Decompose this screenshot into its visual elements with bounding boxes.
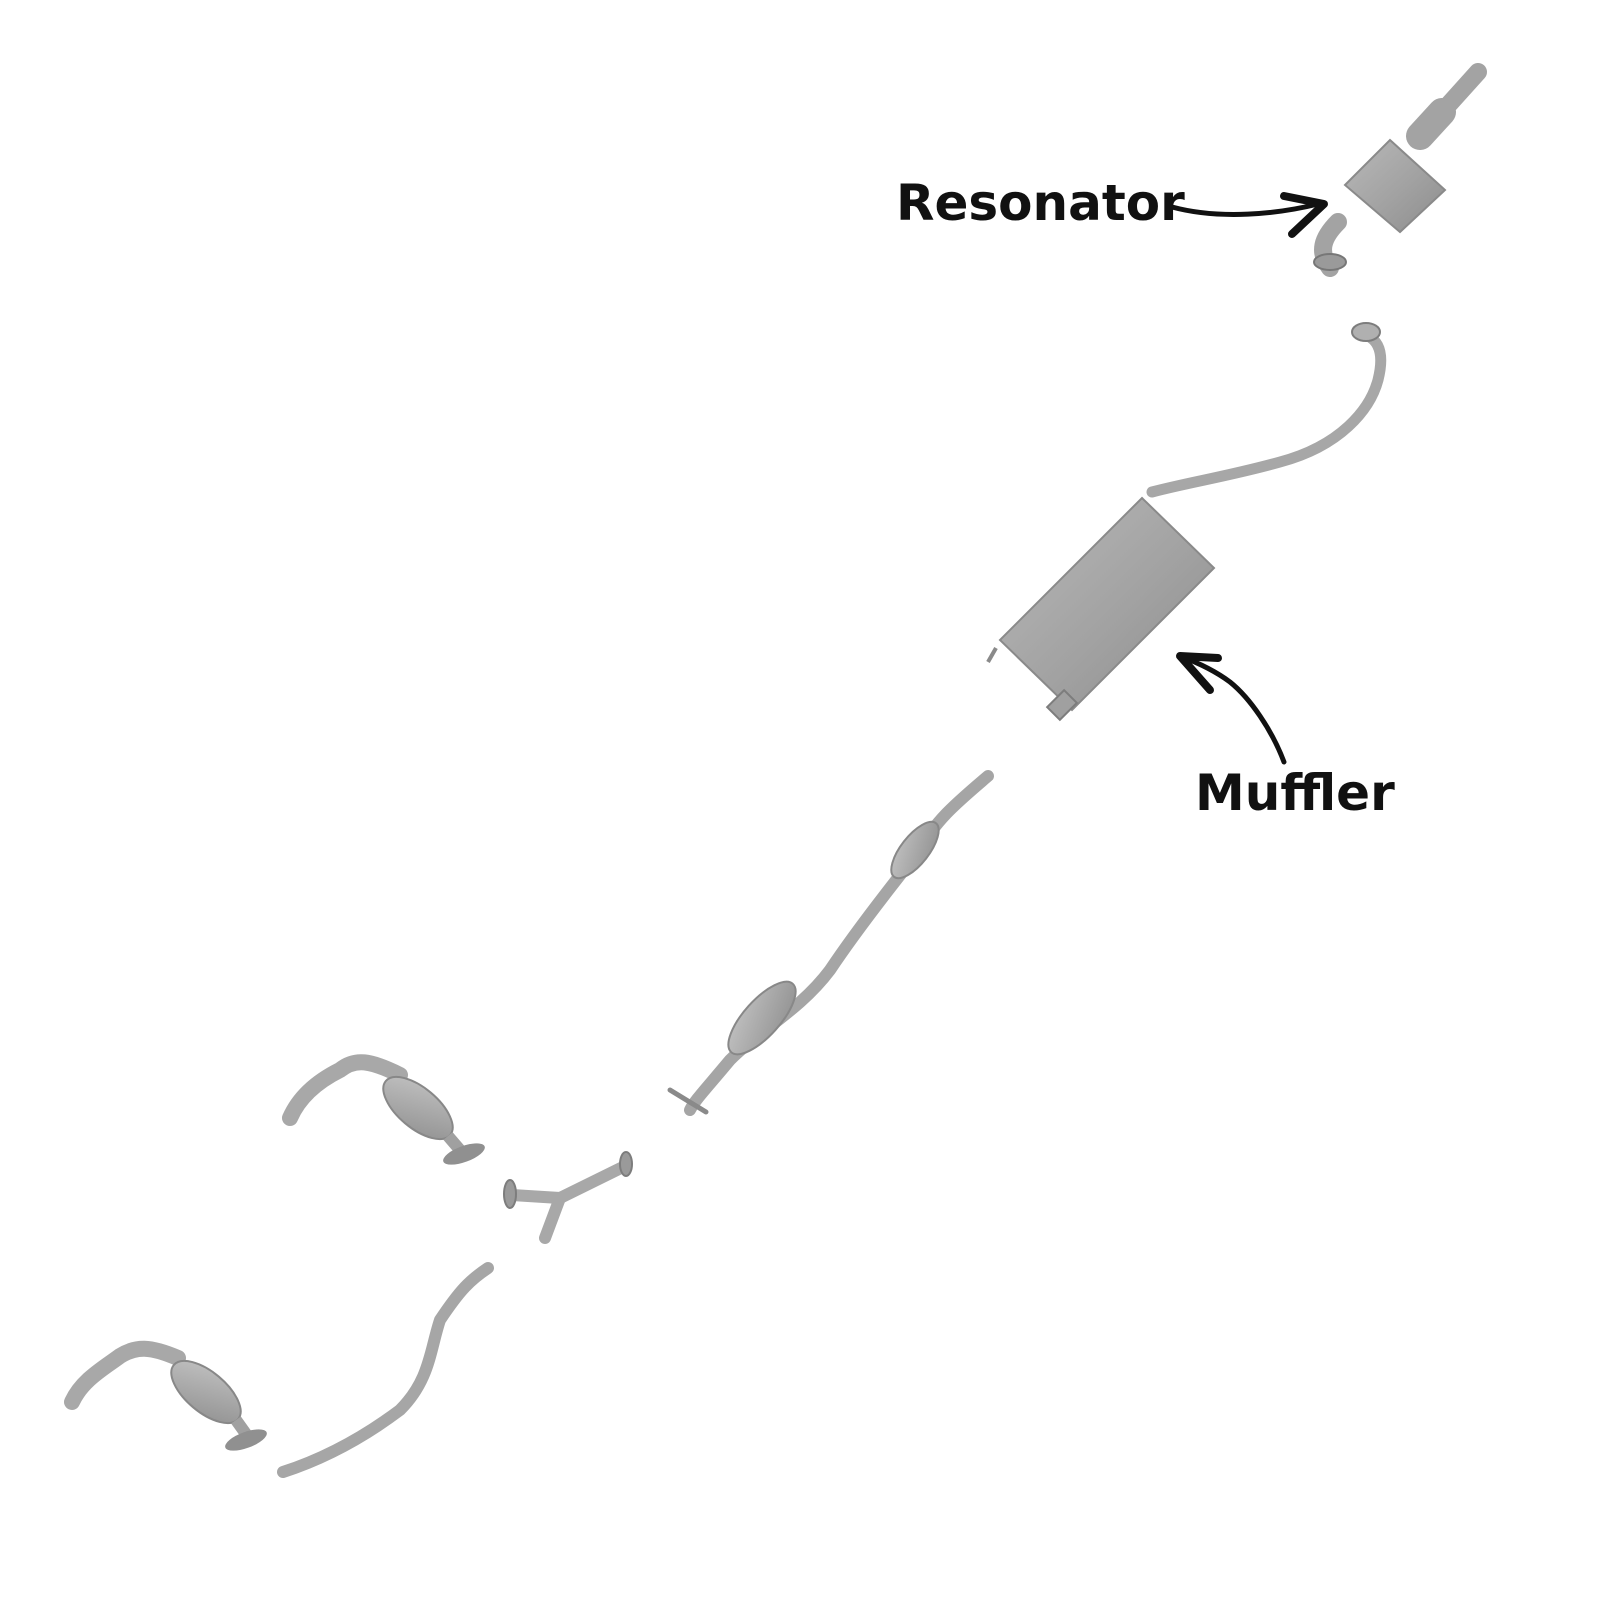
- y-pipe-part: [503, 1151, 633, 1244]
- muffler-part: [986, 322, 1387, 722]
- resonator-part: [1313, 63, 1487, 277]
- manifold-lower-part: [64, 1340, 267, 1451]
- muffler-arrow: [1176, 652, 1287, 765]
- resonator-label: Resonator: [896, 174, 1185, 232]
- mid-pipe-part: [667, 770, 994, 1116]
- manifold-upper-part: [282, 1054, 485, 1165]
- muffler-label: Muffler: [1195, 764, 1395, 822]
- resonator-arrow: [1169, 192, 1328, 238]
- front-pipe-part: [277, 1262, 494, 1478]
